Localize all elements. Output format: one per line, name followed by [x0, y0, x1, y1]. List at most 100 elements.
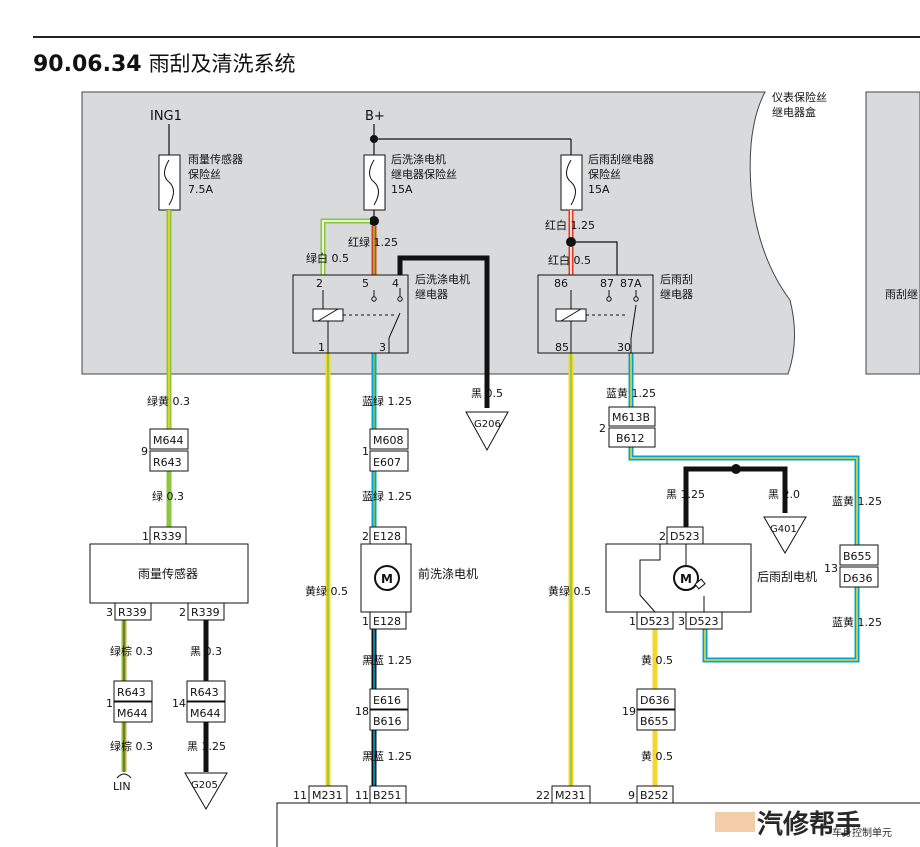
conn-text-m644-left: M644 [117, 707, 148, 720]
wire-label-huanglv-1: 黄绿 0.5 [305, 584, 348, 598]
bplus-junction [370, 135, 378, 143]
connector-b655-bottom [636, 709, 676, 731]
fuse-wiper-label-2: 保险丝 [588, 167, 621, 181]
conn-text-b655-bottom: B655 [640, 715, 669, 728]
page-title: 90.06.34 雨刮及清洗系统 [33, 48, 296, 78]
fuse-relay-box [81, 91, 796, 375]
connector-b616 [369, 709, 409, 731]
fuse-wash-label-3: 15A [391, 183, 413, 196]
fuse-rain-label-2: 保险丝 [188, 167, 221, 181]
relay-wiper-pin-30: 30 [617, 341, 631, 354]
conn-text-e616: E616 [373, 694, 401, 707]
title-number: 90.06.34 [33, 52, 142, 77]
wire-label-hongbai-05: 红白 0.5 [548, 253, 591, 267]
fuse-wiper-label-1: 后雨刮继电器 [588, 152, 654, 166]
fuse-wiper-label-3: 15A [588, 183, 610, 196]
conn-pin-2-e128: 2 [362, 530, 369, 543]
connector-r643-right [186, 680, 226, 702]
relay-wash-pin-4: 4 [392, 277, 399, 290]
conn-pin-1-m644: 1 [106, 697, 113, 710]
relay-wash-label-1: 后洗涤电机 [415, 272, 470, 286]
wire-label-huang-2: 黄 0.5 [641, 749, 673, 763]
wire-label-heilan-1: 黑蓝 1.25 [362, 654, 412, 667]
conn-pin-1-d523: 1 [629, 615, 636, 628]
relay-wiper-pin-85: 85 [555, 341, 569, 354]
conn-text-d523-top: D523 [670, 530, 699, 543]
ground-g401 [763, 516, 807, 554]
conn-text-r643-left: R643 [117, 686, 146, 699]
relay-wash-pin-5: 5 [362, 277, 369, 290]
conn-pin-1-e128: 1 [362, 615, 369, 628]
ground-junction [731, 464, 741, 474]
connector-b612 [608, 427, 656, 448]
conn-pin-18: 18 [355, 705, 369, 718]
ground-g205 [184, 772, 228, 810]
connector-m644-right [186, 701, 226, 723]
conn-text-d523-b1: D523 [640, 615, 669, 628]
conn-pin-2-d523: 2 [659, 530, 666, 543]
conn-text-b655-right: B655 [843, 550, 872, 563]
wire-label-hei-125: 黑 1.25 [666, 488, 705, 501]
relay-wiper-pin-87a: 87A [620, 277, 642, 290]
conn-pin-13: 13 [824, 562, 838, 575]
relay-wiper-pin-87: 87 [600, 277, 614, 290]
watermark-brand: 汽修帮手 [757, 809, 861, 840]
fuse-wash [363, 154, 386, 211]
wire-label-lanhuang-3: 蓝黄 1.25 [832, 615, 882, 629]
wire-label-lv-03: 绿 0.3 [152, 489, 184, 503]
box2-label: 雨刮继 [885, 287, 918, 301]
fuse-rain-label-1: 雨量传感器 [188, 153, 243, 166]
rear-wiper-motor: M [605, 543, 752, 613]
front-washer-m: M [381, 572, 393, 586]
relay-wash-pin-3: 3 [379, 341, 386, 354]
wire-label-hongbai-125: 红白 1.25 [545, 218, 595, 232]
wire-label-lvzong-2: 绿棕 0.3 [110, 739, 153, 753]
fuse-wash-label-2: 继电器保险丝 [391, 167, 457, 181]
bplus-label: B+ [365, 109, 385, 124]
conn-pin-14: 14 [172, 697, 186, 710]
conn-text-r643-right: R643 [190, 686, 219, 699]
ground-g401-label: G401 [770, 524, 797, 535]
connector-r643-left [113, 680, 153, 702]
fuse-relay-box-2 [865, 91, 920, 375]
fuse-wash-label-1: 后洗涤电机 [391, 152, 446, 166]
conn-text-b252: B252 [640, 789, 669, 802]
wire-label-lvhuang-03: 绿黄 0.3 [147, 394, 190, 408]
relay-wiper [537, 274, 654, 354]
wire-label-heilan-2: 黑蓝 1.25 [362, 750, 412, 763]
watermark: 汽修帮手 车身控制单元 [715, 809, 892, 840]
conn-text-e128-top: E128 [373, 530, 401, 543]
connector-d636-right [839, 566, 879, 588]
lin-label: LIN [113, 780, 131, 793]
conn-text-r339: R339 [153, 530, 182, 543]
conn-text-b616: B616 [373, 715, 402, 728]
conn-pin-19: 19 [622, 705, 636, 718]
conn-text-m231-a: M231 [312, 789, 343, 802]
conn-pin-2-r339: 2 [179, 606, 186, 619]
conn-text-r339-3: R339 [118, 606, 147, 619]
connector-m613b [608, 406, 656, 427]
connector-e616 [369, 688, 409, 710]
conn-pin-11a: 11 [293, 789, 307, 802]
relay-wiper-label-2: 继电器 [660, 288, 693, 301]
wire-label-hei-05: 黑 0.5 [471, 387, 503, 400]
conn-pin-11b: 11 [355, 789, 369, 802]
relay-wash-pin-2: 2 [316, 277, 323, 290]
wire-hei-05 [397, 255, 490, 408]
title-rule [33, 36, 920, 38]
conn-text-m613b: M613B [612, 411, 650, 424]
conn-text-b612: B612 [616, 432, 645, 445]
connector-d636-bottom [636, 688, 676, 710]
connector-m608 [369, 428, 409, 450]
conn-pin-1-e607: 1 [362, 445, 369, 458]
conn-text-m608: M608 [373, 434, 404, 447]
ground-g206 [465, 411, 509, 452]
relay-wiper-pin-86: 86 [554, 277, 568, 290]
ground-g205-label: G205 [191, 780, 218, 791]
connector-e607 [369, 450, 409, 472]
wire-label-lvzong-1: 绿棕 0.3 [110, 644, 153, 658]
conn-text-d636-right: D636 [843, 572, 872, 585]
conn-text-d636-bottom: D636 [640, 694, 669, 707]
connector-r643 [149, 450, 189, 472]
